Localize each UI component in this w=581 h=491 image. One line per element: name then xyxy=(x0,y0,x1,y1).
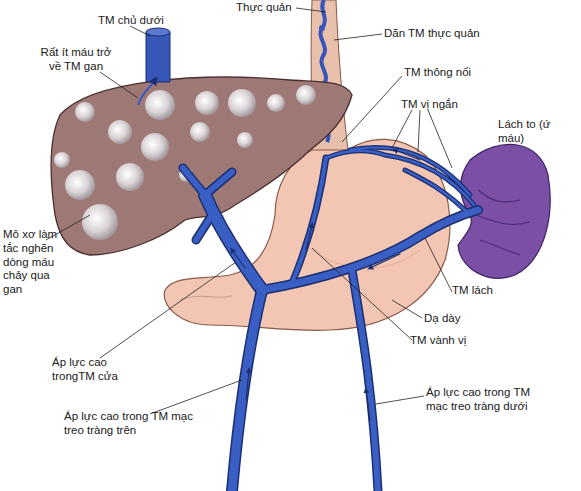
label-text: TM vành vị xyxy=(410,334,490,348)
inferior-vena-cava xyxy=(146,32,170,82)
leader-lines xyxy=(46,8,452,414)
label-text: Áp lực cao trongTM cửa xyxy=(52,356,124,384)
flow-arrow xyxy=(138,80,155,105)
label-text: TM thông nối xyxy=(404,66,489,80)
liver-nodules xyxy=(54,85,316,240)
label-text: Dãn TM thực quản xyxy=(384,27,494,41)
label-text: Thực quản xyxy=(236,1,298,15)
liver xyxy=(51,77,352,255)
label-text: Dạ dày xyxy=(424,312,484,326)
label-text: TM vị ngắn xyxy=(401,98,481,112)
label-text: TM lách xyxy=(452,284,512,298)
label-text: Rất ít máu trở về TM gan xyxy=(36,46,116,74)
label-text: Mô xơ làm tắc nghẽn dòng máu chảy qua ga… xyxy=(3,228,65,297)
label-text: Áp lực cao trong TM mạc treo tràng trên xyxy=(64,410,204,438)
label-text: Lách to (ứ máu) xyxy=(498,118,553,146)
label-text: TM chủ dưới xyxy=(98,14,168,28)
label-text: Áp lực cao trong TM mạc treo tràng dưới xyxy=(426,386,536,414)
